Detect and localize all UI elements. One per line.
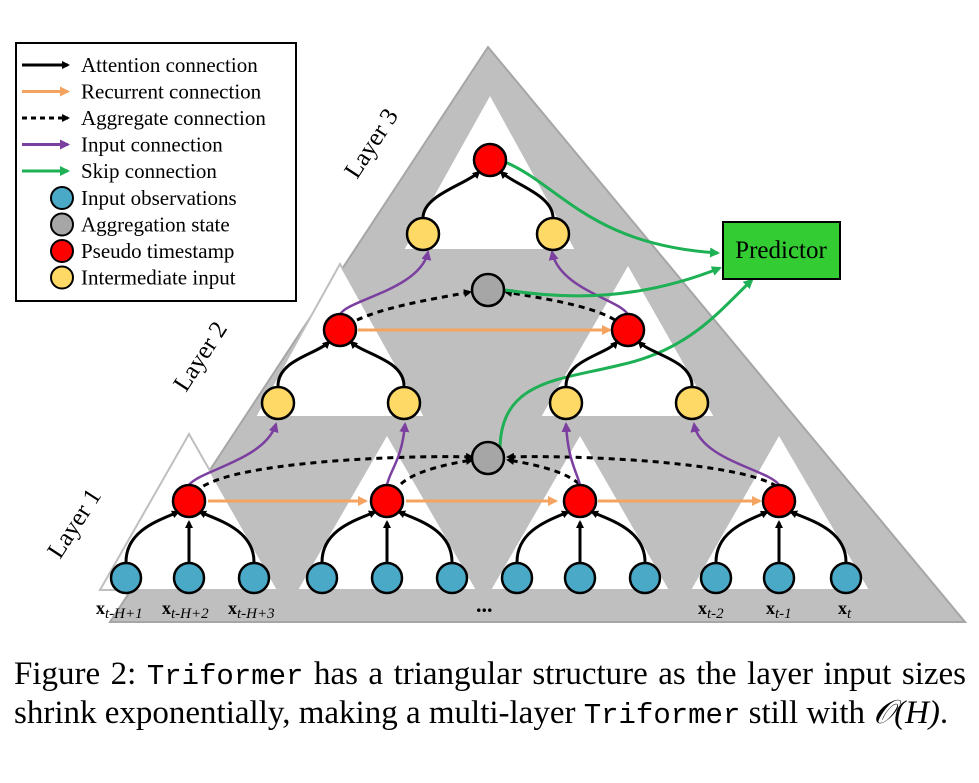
input-node bbox=[305, 561, 339, 595]
input-node bbox=[500, 561, 534, 595]
layer-2-label: Layer 2 bbox=[168, 317, 233, 396]
legend-line-label: Aggregate connection bbox=[81, 106, 266, 130]
input-label-ellipsis: ... bbox=[476, 592, 493, 617]
input-label-third: xt-H+3 bbox=[228, 598, 275, 622]
pseudo-timestamp-node bbox=[171, 483, 207, 519]
caption-model: Triformer bbox=[146, 660, 304, 693]
legend-node-swatch bbox=[50, 239, 74, 263]
legend-node-swatch bbox=[50, 265, 74, 290]
pseudo-timestamp-node bbox=[369, 483, 405, 519]
input-node bbox=[237, 561, 271, 595]
intermediate-node bbox=[535, 216, 571, 252]
intermediate-node bbox=[260, 385, 296, 421]
figure-caption: Figure 2: Triformer has a triangular str… bbox=[14, 656, 966, 734]
caption-complexity: 𝒪(H) bbox=[873, 695, 940, 731]
predictor-label: Predictor bbox=[735, 237, 827, 264]
skip-connections bbox=[498, 160, 754, 451]
aggregation-node bbox=[470, 272, 506, 308]
legend-line-label: Input connection bbox=[81, 133, 223, 157]
legend-line-label: Attention connection bbox=[81, 53, 258, 77]
input-node bbox=[699, 561, 733, 595]
input-node bbox=[563, 561, 597, 595]
input-node bbox=[172, 561, 206, 595]
pseudo-timestamp-node bbox=[610, 312, 646, 348]
legend-node-label: Input observations bbox=[81, 186, 237, 210]
intermediate-node bbox=[674, 385, 710, 421]
input-node bbox=[109, 561, 143, 595]
recurrent-connections bbox=[208, 325, 762, 506]
intermediate-node bbox=[386, 385, 422, 421]
input-label-second: xt-H+2 bbox=[162, 598, 209, 622]
triformer-diagram: Layer 1 Layer 2 Layer 3 bbox=[15, 42, 968, 623]
predictor-box bbox=[722, 221, 841, 280]
intermediate-node bbox=[548, 385, 584, 421]
legend-node-swatch bbox=[50, 186, 74, 210]
intermediate-node bbox=[405, 216, 441, 252]
pseudo-timestamp-node bbox=[472, 142, 508, 178]
caption-part1: has a triangular structure as the layer … bbox=[14, 656, 966, 731]
pseudo-timestamp-node bbox=[562, 483, 598, 519]
input-labels: xt-H+1 xt-H+2 xt-H+3 ... xt-2 xt-1 xt bbox=[96, 592, 852, 622]
input-label-second-last: xt-1 bbox=[766, 598, 792, 622]
outer-triangle bbox=[108, 45, 968, 623]
input-label-last: xt bbox=[838, 598, 852, 622]
input-connections bbox=[187, 250, 781, 486]
layer-1-label: Layer 1 bbox=[42, 484, 107, 563]
pseudo-timestamp-node bbox=[761, 483, 797, 519]
legend-node-swatch bbox=[50, 212, 74, 237]
legend-node-label: Pseudo timestamp bbox=[81, 239, 234, 263]
legend-line-label: Skip connection bbox=[81, 159, 217, 183]
input-node bbox=[435, 561, 469, 595]
input-node bbox=[762, 561, 796, 595]
layer-3-label: Layer 3 bbox=[339, 104, 404, 183]
nodes bbox=[109, 142, 863, 595]
legend-node-label: Aggregation state bbox=[81, 213, 230, 237]
input-node bbox=[370, 561, 404, 595]
aggregation-node bbox=[470, 440, 506, 476]
pseudo-timestamp-node bbox=[322, 312, 358, 348]
input-label-first: xt-H+1 bbox=[96, 598, 143, 622]
legend-line-label: Recurrent connection bbox=[81, 80, 262, 104]
input-node bbox=[628, 561, 662, 595]
caption-end: . bbox=[939, 695, 949, 731]
caption-part2: still with bbox=[740, 695, 874, 731]
caption-prefix: Figure 2: bbox=[14, 656, 147, 692]
legend-node-label: Intermediate input bbox=[81, 266, 236, 290]
caption-model2: Triformer bbox=[583, 699, 741, 732]
input-label-third-last: xt-2 bbox=[698, 598, 724, 622]
input-node bbox=[829, 561, 863, 595]
attention-connections bbox=[124, 170, 848, 563]
